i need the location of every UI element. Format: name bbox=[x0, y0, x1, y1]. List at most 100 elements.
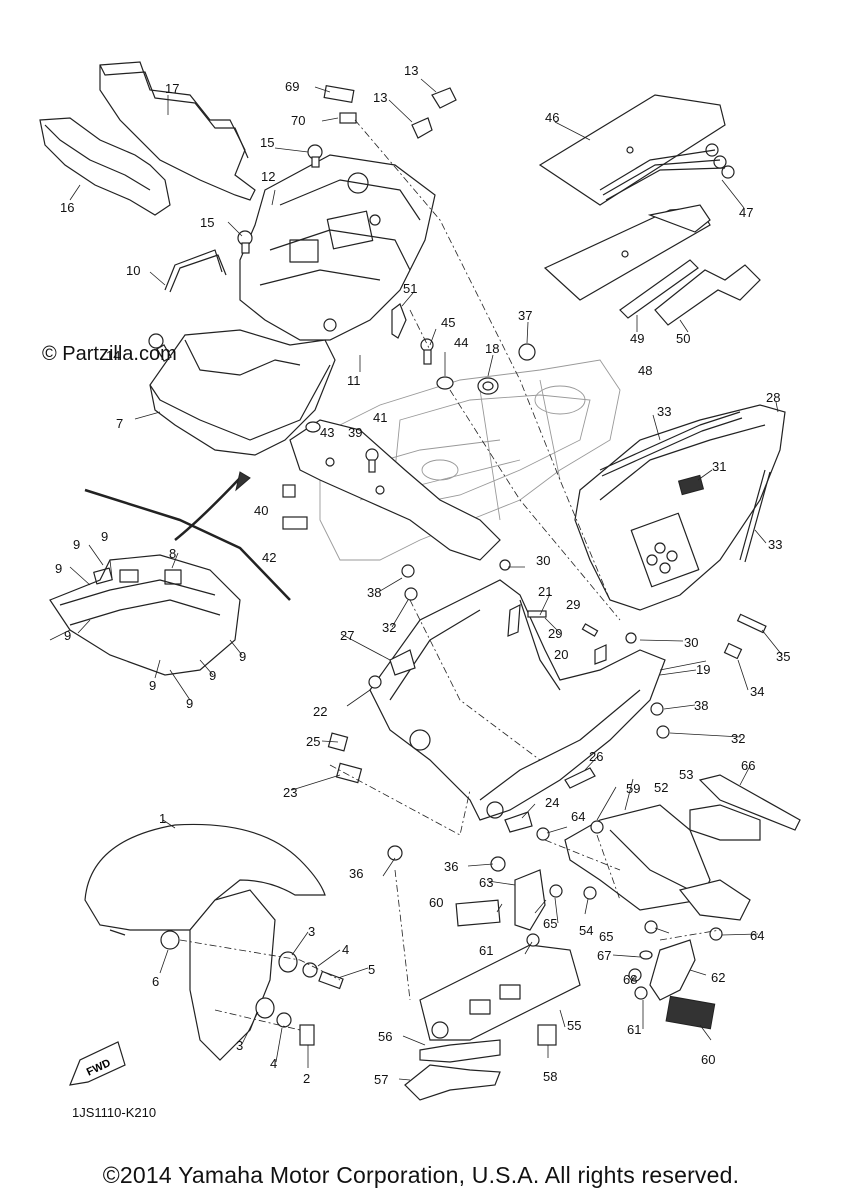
bracket-22 bbox=[368, 675, 382, 689]
nut-61b bbox=[634, 986, 648, 1000]
callout-44: 44 bbox=[454, 335, 468, 350]
callout-59: 59 bbox=[626, 781, 640, 796]
callout-61a: 61 bbox=[479, 943, 493, 958]
cover-panel-16 bbox=[39, 117, 171, 216]
callout-53: 53 bbox=[679, 767, 693, 782]
callout-61b: 61 bbox=[627, 1022, 641, 1037]
callout-60b: 60 bbox=[701, 1052, 715, 1067]
callout-30a: 30 bbox=[536, 553, 550, 568]
callout-18: 18 bbox=[485, 341, 499, 356]
tool-kit-47 bbox=[599, 143, 735, 201]
callout-54: 54 bbox=[579, 923, 593, 938]
callout-38a: 38 bbox=[367, 585, 381, 600]
clip-58 bbox=[537, 1024, 557, 1046]
front-fender-1 bbox=[84, 823, 326, 1061]
watermark: © Partzilla.com bbox=[42, 343, 177, 365]
callout-9h: 9 bbox=[239, 649, 246, 664]
callout-33a: 33 bbox=[657, 404, 671, 419]
pin-35 bbox=[736, 613, 767, 634]
callout-67: 67 bbox=[597, 948, 611, 963]
strap-56 bbox=[419, 1039, 501, 1063]
copyright-notice: ©2014 Yamaha Motor Corporation, U.S.A. A… bbox=[102, 1162, 740, 1188]
clip-21 bbox=[507, 603, 521, 637]
bolt-64b bbox=[709, 927, 723, 941]
nut-36a bbox=[387, 845, 403, 861]
bolt-45 bbox=[420, 338, 434, 365]
callout-32a: 32 bbox=[382, 620, 396, 635]
callout-21: 21 bbox=[538, 584, 552, 599]
callout-46: 46 bbox=[545, 110, 559, 125]
nut-36b bbox=[490, 856, 506, 872]
callout-43: 43 bbox=[320, 425, 334, 440]
tool-bag bbox=[543, 204, 711, 301]
strip-33b bbox=[739, 469, 771, 563]
mud-flap bbox=[678, 879, 751, 921]
collar-3a bbox=[278, 951, 298, 973]
callout-51: 51 bbox=[403, 281, 417, 296]
callout-66: 66 bbox=[741, 758, 755, 773]
nut-65b bbox=[644, 920, 658, 934]
callout-9f: 9 bbox=[186, 696, 193, 711]
inset-tray-detail bbox=[49, 554, 241, 676]
pad-42 bbox=[282, 516, 308, 530]
washer-67 bbox=[639, 950, 653, 960]
callout-41: 41 bbox=[373, 410, 387, 425]
seat-panel-46 bbox=[538, 94, 726, 206]
bolt-43 bbox=[365, 448, 379, 473]
damper-27 bbox=[389, 649, 416, 676]
callout-22: 22 bbox=[313, 704, 327, 719]
callout-3a: 3 bbox=[308, 924, 315, 939]
callout-15a: 15 bbox=[260, 135, 274, 150]
grommet-13b bbox=[411, 117, 433, 139]
reflector-60b bbox=[665, 995, 716, 1030]
callout-42: 42 bbox=[262, 550, 276, 565]
callout-6: 6 bbox=[152, 974, 159, 989]
nut-68 bbox=[628, 968, 642, 982]
callout-34: 34 bbox=[750, 684, 764, 699]
callout-28: 28 bbox=[766, 390, 780, 405]
callout-9d: 9 bbox=[64, 628, 71, 643]
cover-panel-17 bbox=[99, 61, 256, 201]
rear-subframe bbox=[369, 579, 666, 821]
callout-63: 63 bbox=[479, 875, 493, 890]
callout-13b: 13 bbox=[373, 90, 387, 105]
callout-35: 35 bbox=[776, 649, 790, 664]
bracket-62 bbox=[649, 939, 696, 1001]
callout-3b: 3 bbox=[236, 1038, 243, 1053]
callout-50: 50 bbox=[676, 331, 690, 346]
reflector-block-53 bbox=[689, 804, 761, 841]
grommet-18 bbox=[477, 377, 499, 395]
callout-49: 49 bbox=[630, 331, 644, 346]
bracket-66 bbox=[698, 774, 801, 831]
leader-lines bbox=[49, 78, 783, 1081]
callout-19: 19 bbox=[696, 662, 710, 677]
strip-33a bbox=[599, 411, 743, 477]
callout-36b: 36 bbox=[444, 859, 458, 874]
band-26 bbox=[564, 767, 596, 789]
collar-4b bbox=[276, 1012, 292, 1028]
pin-34 bbox=[723, 642, 743, 660]
callout-56: 56 bbox=[378, 1029, 392, 1044]
callout-9a: 9 bbox=[101, 529, 108, 544]
callout-60a: 60 bbox=[429, 895, 443, 910]
callout-68: 68 bbox=[623, 972, 637, 987]
callout-37: 37 bbox=[518, 308, 532, 323]
callout-47: 47 bbox=[739, 205, 753, 220]
reflector-60a bbox=[455, 899, 501, 927]
nut-32a bbox=[404, 587, 418, 601]
callout-65b: 65 bbox=[599, 929, 613, 944]
callout-45: 45 bbox=[441, 315, 455, 330]
washer-44 bbox=[436, 376, 454, 390]
storage-tray-7 bbox=[149, 329, 336, 456]
bolt-2 bbox=[299, 1024, 315, 1046]
callout-5: 5 bbox=[368, 962, 375, 977]
callout-4a: 4 bbox=[342, 942, 349, 957]
callout-8: 8 bbox=[169, 546, 176, 561]
callout-9g: 9 bbox=[209, 668, 216, 683]
screw-38a bbox=[401, 564, 415, 578]
screw-15a bbox=[307, 144, 323, 168]
callout-11: 11 bbox=[347, 373, 361, 388]
nut-61a bbox=[526, 933, 540, 947]
callout-26: 26 bbox=[589, 749, 603, 764]
strap-57 bbox=[404, 1064, 501, 1101]
